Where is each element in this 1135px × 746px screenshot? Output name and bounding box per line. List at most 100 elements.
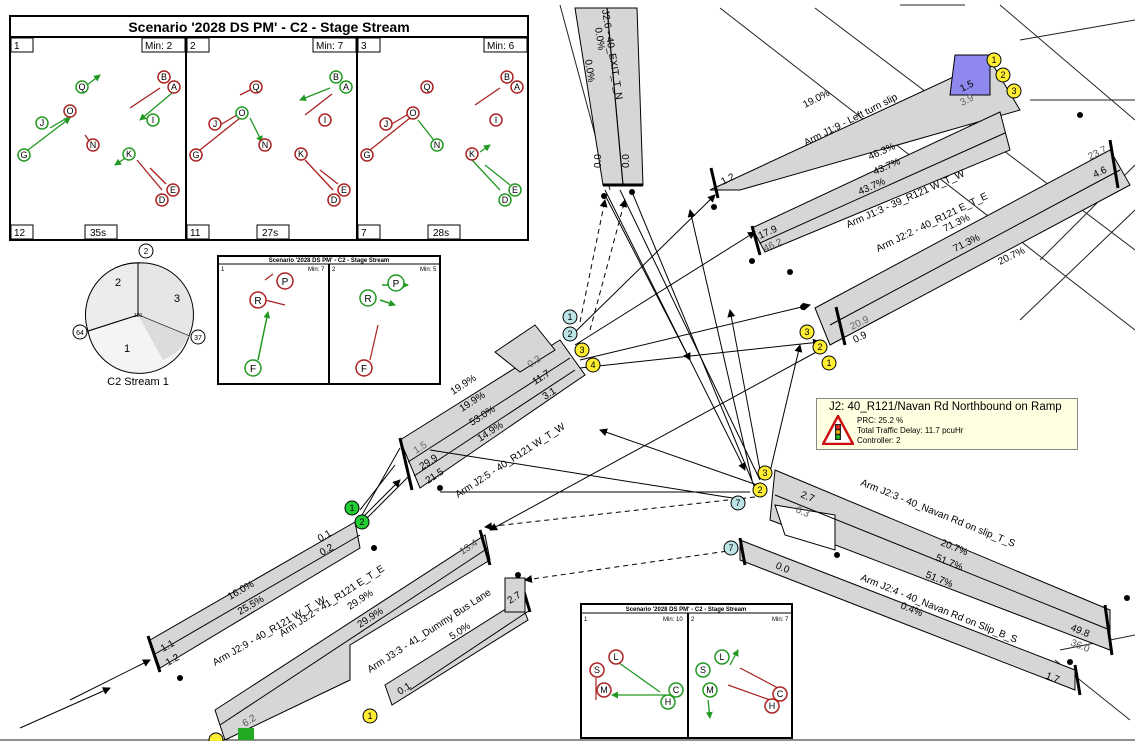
- signal-green-1: 1: [344, 500, 360, 516]
- svg-text:3: 3: [804, 327, 809, 337]
- svg-text:1: 1: [826, 358, 831, 368]
- signal-j2s-3: 3: [757, 465, 773, 481]
- svg-text:N: N: [262, 140, 269, 150]
- dial-stage-3: 3: [174, 293, 180, 305]
- svg-text:O: O: [238, 108, 245, 118]
- svg-text:1: 1: [991, 55, 996, 65]
- signal-j2e-3: 3: [799, 324, 815, 340]
- svg-text:3: 3: [579, 345, 584, 355]
- svg-text:H: H: [665, 697, 672, 707]
- svg-text:F: F: [250, 364, 256, 375]
- svg-text:D: D: [331, 195, 338, 205]
- signal-j2w-2: 2: [562, 326, 578, 342]
- tooltip-delay: Total Traffic Delay: 11.7 pcuHr: [857, 426, 964, 435]
- signal-j1-2: 2: [995, 67, 1011, 83]
- tooltip-controller: Controller: 2: [857, 436, 901, 445]
- warning-signal-icon: [822, 415, 854, 445]
- svg-text:3: 3: [762, 468, 767, 478]
- svg-text:1: 1: [367, 711, 372, 721]
- connector-lines: [19, 189, 821, 729]
- svg-text:Min: 2: Min: 2: [145, 41, 173, 52]
- svg-text:S: S: [700, 665, 706, 675]
- tooltip-prc: PRC: 25.2 %: [857, 416, 904, 425]
- cycle-dial[interactable]: 2 3 1 120 2 64 37 C2 Stream 1: [72, 243, 206, 388]
- svg-text:2: 2: [359, 517, 364, 527]
- svg-text:G: G: [192, 150, 199, 160]
- tooltip-title: J2: 40_R121/Navan Rd Northbound on Ramp: [829, 401, 1062, 413]
- svg-text:A: A: [171, 82, 177, 92]
- svg-text:O: O: [66, 106, 73, 116]
- svg-text:3: 3: [361, 41, 367, 52]
- signal-j2s-7b: 7: [723, 540, 739, 556]
- svg-text:R: R: [364, 294, 371, 305]
- signals[interactable]: 1 2 3 1 2 3 4 3 2 1 3 2 7 7 1 2 1: [208, 52, 1022, 746]
- svg-text:1: 1: [567, 312, 572, 322]
- signal-j2s-7a: 7: [730, 495, 746, 511]
- exit-val-2: 0.0: [621, 154, 632, 168]
- svg-text:Scenario '2028 DS PM' - C2 - S: Scenario '2028 DS PM' - C2 - Stage Strea…: [626, 607, 747, 613]
- svg-text:K: K: [469, 149, 475, 159]
- svg-text:Min: 10: Min: 10: [663, 617, 683, 623]
- svg-text:27s: 27s: [262, 228, 278, 239]
- signal-j2w-3: 3: [574, 342, 590, 358]
- stage-stream-main[interactable]: Scenario '2028 DS PM' - C2 - Stage Strea…: [9, 15, 529, 241]
- svg-text:Min: 7: Min: 7: [308, 267, 325, 273]
- svg-text:L: L: [613, 652, 618, 662]
- svg-text:A: A: [514, 82, 520, 92]
- svg-text:7: 7: [735, 498, 740, 508]
- dial-center: 120: [134, 313, 143, 319]
- svg-text:1: 1: [349, 503, 354, 513]
- exit-pct-2: 0.0%: [592, 27, 606, 51]
- stage-stream-small-2[interactable]: Scenario '2028 DS PM' - C2 - Stage Strea…: [580, 603, 793, 739]
- svg-text:E: E: [341, 185, 347, 195]
- svg-text:B: B: [161, 72, 167, 82]
- svg-text:R: R: [254, 296, 261, 307]
- stage-1-phases: B A Q O J I G N K E D: [17, 70, 181, 207]
- svg-text:Q: Q: [423, 82, 430, 92]
- svg-text:2: 2: [1000, 70, 1005, 80]
- background-lines: [0, 4, 1135, 741]
- svg-text:2: 2: [144, 247, 149, 256]
- svg-text:N: N: [90, 140, 97, 150]
- stage-stream-small-1[interactable]: Scenario '2028 DS PM' - C2 - Stage Strea…: [217, 255, 441, 385]
- svg-text:B: B: [333, 72, 339, 82]
- j2-4-v: 1.7: [1044, 671, 1061, 687]
- j2-3-q-1: 2.7: [799, 490, 816, 506]
- svg-text:E: E: [512, 185, 518, 195]
- signal-j1-3: 3: [1006, 83, 1022, 99]
- svg-text:S: S: [594, 665, 600, 675]
- arm-j2-6[interactable]: J2:6 - 40_EXIT_T_N 0.0% 0.0% 0.0 0.0: [574, 7, 644, 199]
- svg-text:K: K: [126, 149, 132, 159]
- svg-text:11: 11: [190, 228, 201, 239]
- svg-text:2: 2: [817, 342, 822, 352]
- svg-text:2: 2: [691, 617, 695, 623]
- svg-text:64: 64: [76, 330, 84, 337]
- svg-text:Min: 7: Min: 7: [772, 617, 789, 623]
- exit-val-1: 0.0: [593, 154, 604, 168]
- svg-text:Min: 5: Min: 5: [420, 267, 437, 273]
- signal-j2w-1: 1: [562, 309, 578, 325]
- svg-text:J: J: [40, 118, 45, 128]
- main-stream-title: Scenario '2028 DS PM' - C2 - Stage Strea…: [128, 19, 409, 35]
- svg-text:I: I: [495, 115, 498, 125]
- svg-text:K: K: [298, 149, 304, 159]
- svg-text:G: G: [363, 150, 370, 160]
- svg-text:1: 1: [584, 617, 588, 623]
- arm-j3-3[interactable]: 2.7 Arm J3:3 - 41_Dummy Bus Lane 5.0% 0.…: [366, 572, 532, 706]
- svg-text:O: O: [409, 108, 416, 118]
- signal-j2s-2: 2: [752, 482, 768, 498]
- junction-tooltip: J2: 40_R121/Navan Rd Northbound on Ramp …: [816, 398, 1078, 450]
- svg-text:A: A: [343, 82, 349, 92]
- svg-text:Scenario '2028 DS PM' - C2 - S: Scenario '2028 DS PM' - C2 - Stage Strea…: [269, 258, 390, 264]
- j2-3-q-2: 6.3: [794, 505, 811, 521]
- svg-text:J: J: [213, 119, 218, 129]
- svg-text:I: I: [152, 115, 155, 125]
- svg-text:P: P: [393, 279, 400, 290]
- svg-text:2: 2: [332, 267, 336, 273]
- svg-text:Q: Q: [252, 82, 259, 92]
- svg-text:Q: Q: [78, 82, 85, 92]
- svg-text:7: 7: [361, 228, 367, 239]
- dashed-connectors: [484, 199, 756, 583]
- svg-text:37: 37: [194, 335, 202, 342]
